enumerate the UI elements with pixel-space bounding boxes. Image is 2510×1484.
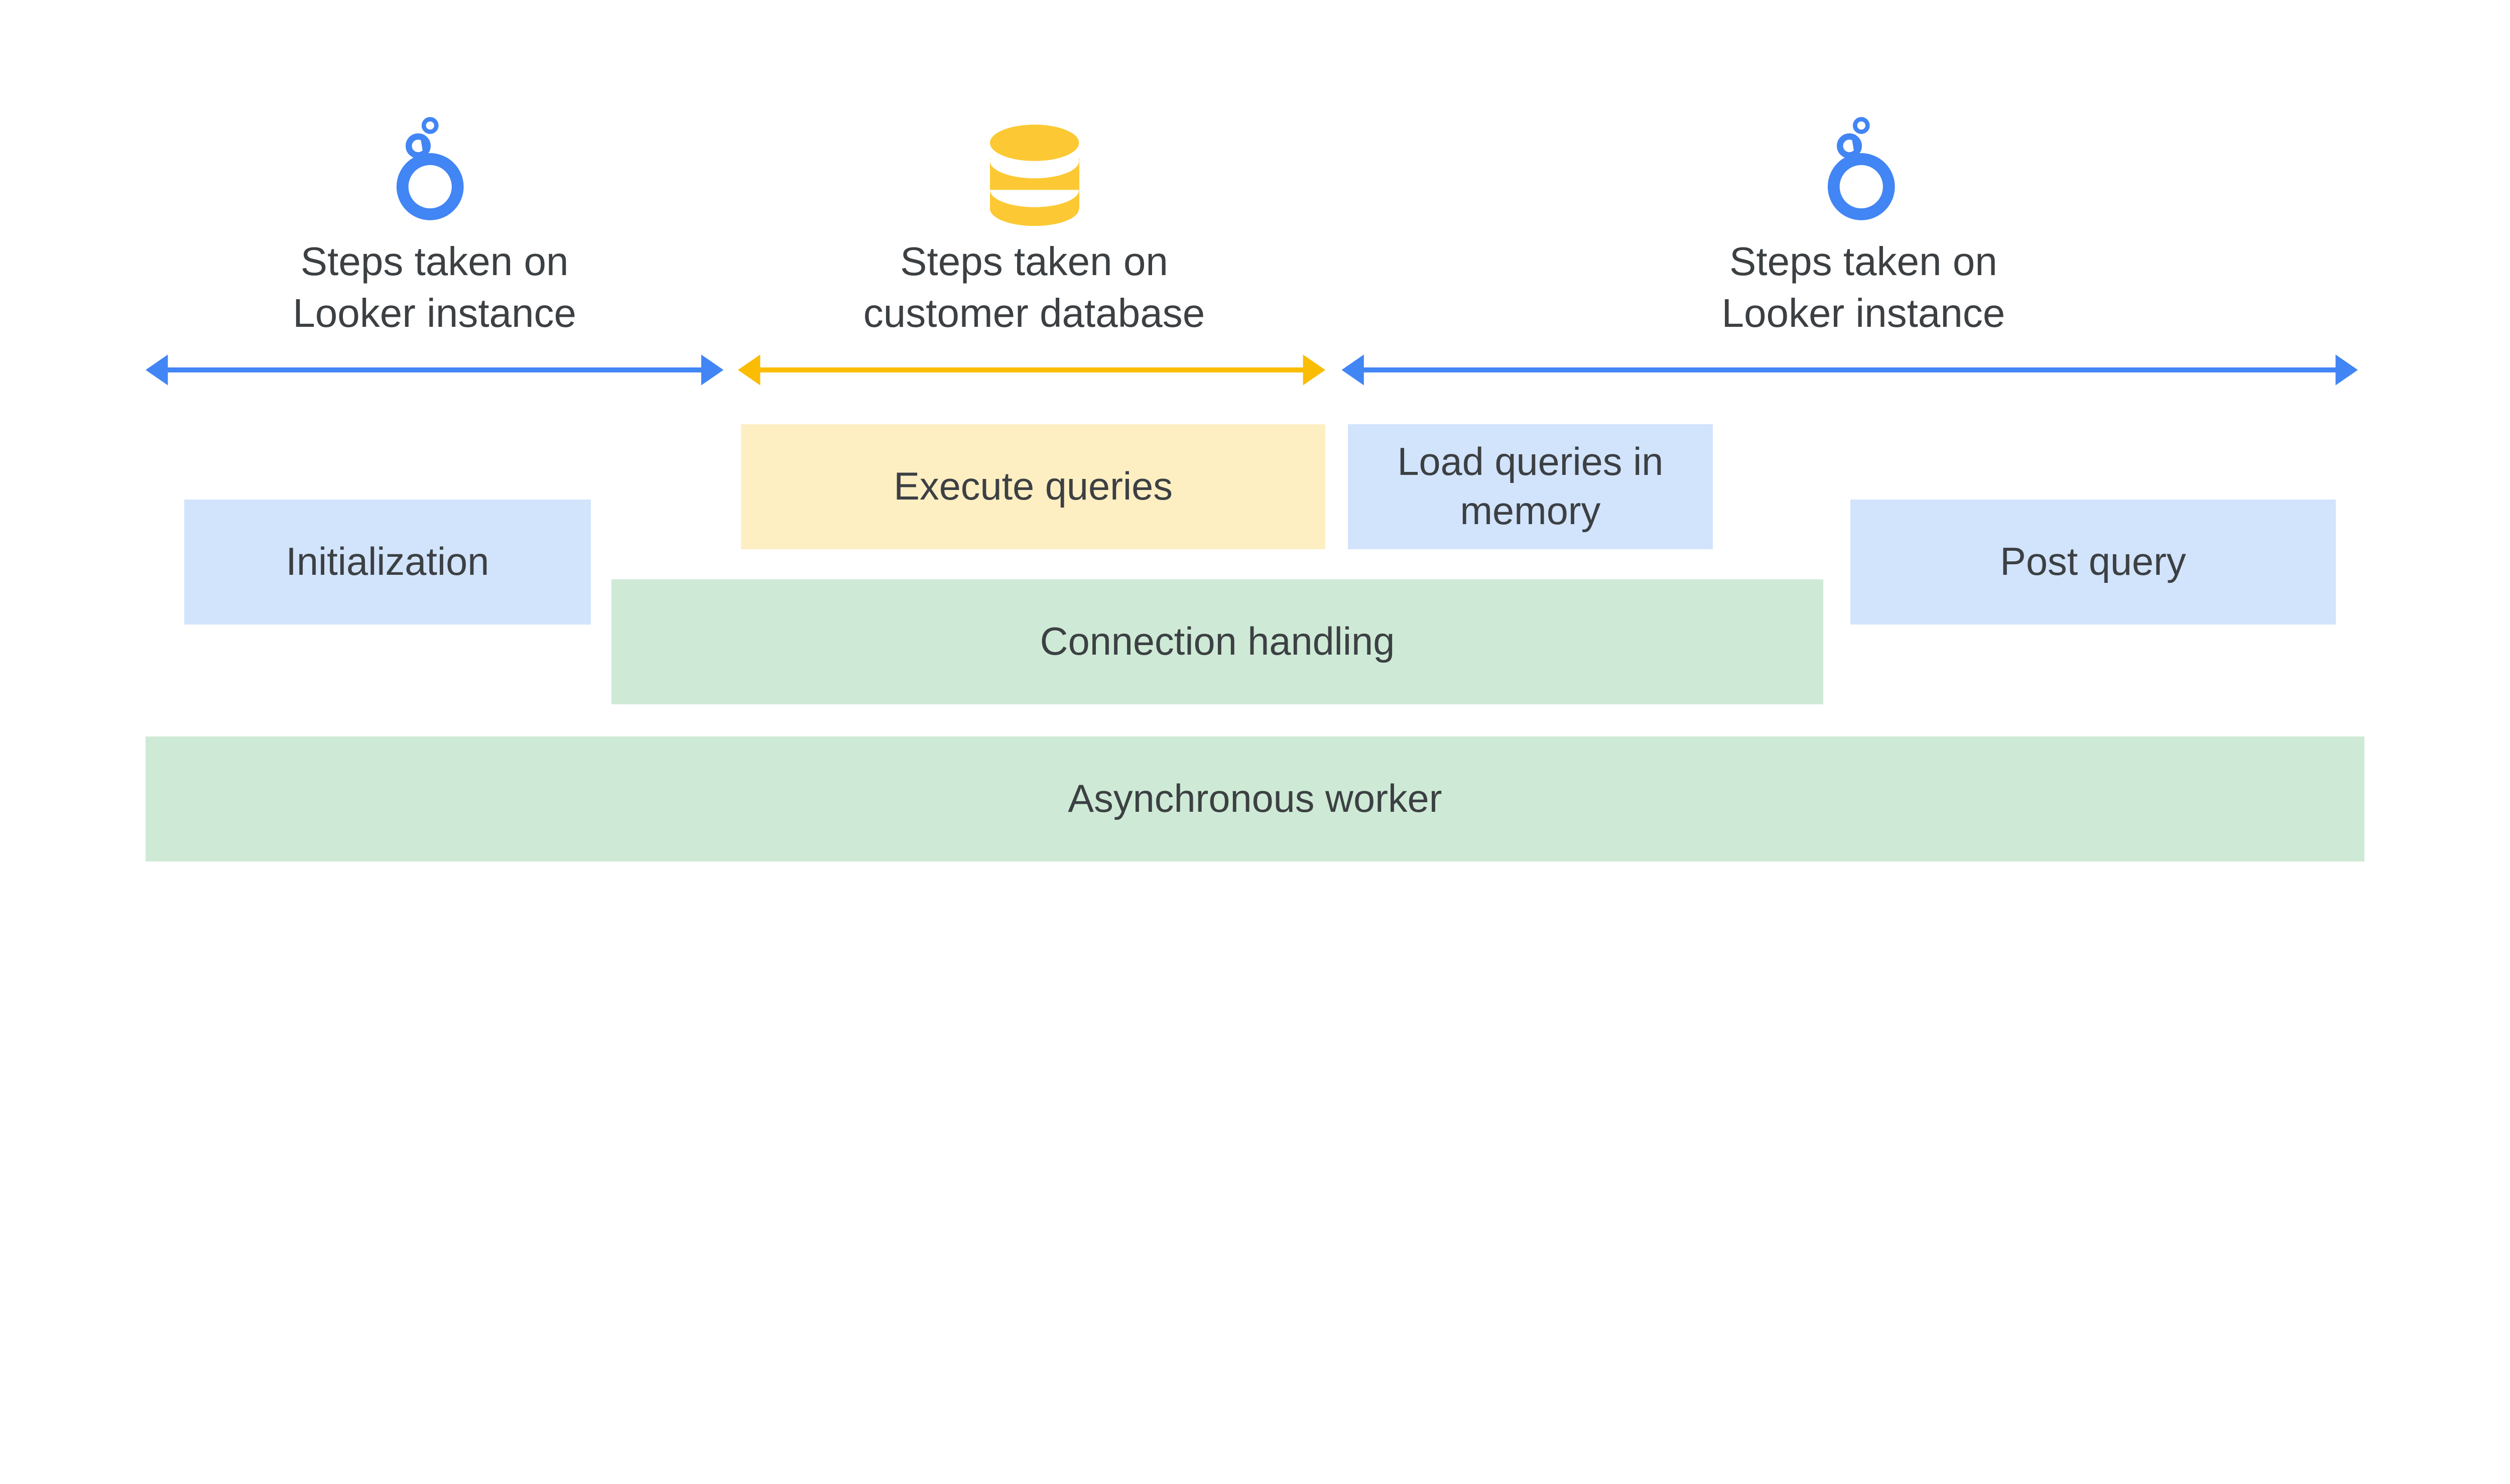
label-line: customer database (863, 290, 1205, 335)
looker-logo-icon (396, 117, 464, 220)
database-icon (989, 125, 1079, 226)
connection-handling-box: Connection handling (611, 579, 1823, 705)
execute-queries-box: Execute queries (741, 424, 1325, 549)
section-label-looker-left: Steps taken on Looker instance (215, 235, 654, 339)
double-arrow-looker-left (146, 354, 724, 386)
section-label-database: Steps taken on customer database (815, 235, 1254, 339)
initialization-box: Initialization (184, 500, 591, 625)
label-line: Steps taken on (300, 238, 569, 284)
box-label: Execute queries (894, 465, 1173, 508)
asynchronous-worker-box: Asynchronous worker (146, 736, 2364, 861)
looker-logo-icon (1827, 117, 1895, 220)
box-label: Post query (2000, 540, 2186, 583)
box-label: Asynchronous worker (1068, 777, 1442, 820)
label-line: Steps taken on (900, 238, 1168, 284)
section-label-looker-right: Steps taken on Looker instance (1644, 235, 2083, 339)
diagram-canvas: Steps taken on Looker instance Steps tak… (146, 117, 2364, 861)
box-label: Connection handling (1040, 620, 1395, 664)
double-arrow-database (738, 354, 1325, 386)
label-line: Looker instance (293, 290, 577, 335)
post-query-box: Post query (1850, 500, 2336, 625)
label-line: Steps taken on (1729, 238, 1997, 284)
double-arrow-looker-right (1341, 354, 2358, 386)
load-queries-box: Load queries in memory (1348, 424, 1713, 549)
box-label: Load queries in memory (1397, 440, 1664, 533)
box-label: Initialization (286, 540, 489, 583)
label-line: Looker instance (1721, 290, 2005, 335)
